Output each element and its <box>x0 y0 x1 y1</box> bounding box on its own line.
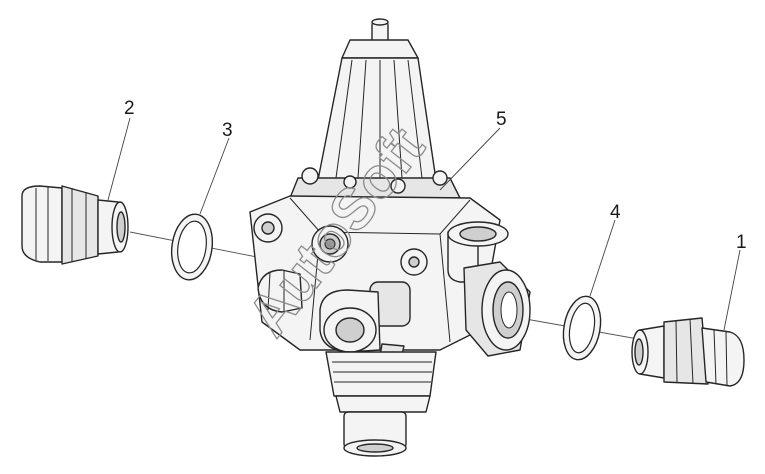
valve-body-part-5 <box>249 18 531 457</box>
callout-3: 3 <box>222 120 233 141</box>
leader-lines <box>107 117 741 331</box>
fitting-part-2 <box>21 185 129 265</box>
callout-1: 1 <box>736 232 747 253</box>
fitting-part-1 <box>631 317 745 387</box>
callout-5: 5 <box>496 109 507 130</box>
callout-4: 4 <box>610 202 621 223</box>
callout-2: 2 <box>124 98 135 119</box>
seal-ring-part-4 <box>562 295 602 361</box>
seal-ring-part-3 <box>170 213 214 281</box>
